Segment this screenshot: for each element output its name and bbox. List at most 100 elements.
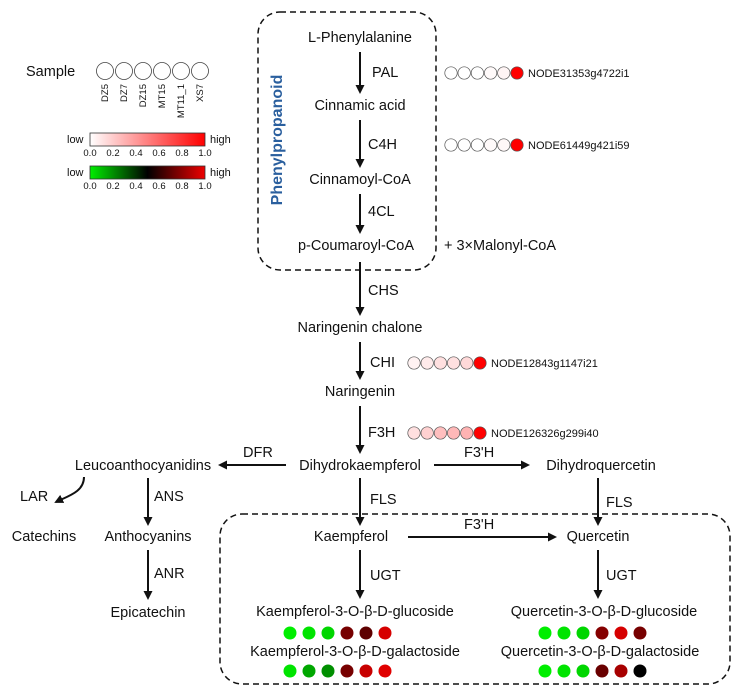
scale-green-tick: 1.0 bbox=[198, 181, 211, 192]
legend-circle bbox=[134, 62, 152, 80]
legend-circle bbox=[153, 62, 171, 80]
heat-circle bbox=[457, 66, 471, 80]
heat-circle bbox=[444, 66, 458, 80]
sample-name: DZ7 bbox=[119, 84, 130, 102]
heat-circle bbox=[340, 626, 354, 640]
heat-circle bbox=[595, 664, 609, 678]
scale-red-high: high bbox=[210, 134, 231, 146]
heat-row-chi bbox=[407, 356, 487, 370]
heat-circle bbox=[484, 66, 498, 80]
heat-circle bbox=[595, 626, 609, 640]
enzyme-chi: CHI bbox=[370, 355, 395, 371]
heat-circle bbox=[497, 66, 511, 80]
heat-circle bbox=[359, 626, 373, 640]
enzyme-f3h-prime-top: F3'H bbox=[464, 445, 494, 461]
scale-green-tick: 0.6 bbox=[152, 181, 165, 192]
compound-catechins: Catechins bbox=[12, 529, 76, 545]
enzyme-fls-left: FLS bbox=[370, 492, 397, 508]
heat-circle bbox=[614, 664, 628, 678]
enzyme-fls-right: FLS bbox=[606, 495, 633, 511]
legend-circle bbox=[96, 62, 114, 80]
compound-naringenin: Naringenin bbox=[325, 384, 395, 400]
enzyme-anr: ANR bbox=[154, 566, 185, 582]
heat-circle bbox=[447, 426, 461, 440]
heat-circle bbox=[444, 138, 458, 152]
heat-circle bbox=[457, 138, 471, 152]
scale-green-high: high bbox=[210, 167, 231, 179]
heat-circle bbox=[302, 626, 316, 640]
heat-circle bbox=[407, 356, 421, 370]
heat-circle bbox=[420, 426, 434, 440]
heat-row-c4h bbox=[444, 138, 524, 152]
scale-red-tick: 0.2 bbox=[106, 148, 119, 159]
flavonol-box bbox=[219, 513, 731, 685]
heat-circle bbox=[378, 664, 392, 678]
scale-green-tick: 0.0 bbox=[83, 181, 96, 192]
heat-circle bbox=[633, 626, 647, 640]
phenylpropanoid-box bbox=[257, 11, 437, 271]
enzyme-lar: LAR bbox=[20, 489, 48, 505]
heat-circle bbox=[576, 626, 590, 640]
scale-green-tick: 0.2 bbox=[106, 181, 119, 192]
scale-red-bar bbox=[89, 132, 206, 147]
gene-id-chi: NODE12843g1147i21 bbox=[491, 358, 598, 370]
heat-circle bbox=[473, 356, 487, 370]
heat-circle bbox=[321, 626, 335, 640]
heat-circle bbox=[420, 356, 434, 370]
compound-quercetin: Quercetin bbox=[567, 529, 630, 545]
heat-circle bbox=[433, 426, 447, 440]
legend: Sample DZ5 DZ7 DZ15 MT15 MT11_1 XS7 low … bbox=[26, 62, 231, 192]
heat-circle bbox=[470, 66, 484, 80]
heat-row-q3gal bbox=[538, 664, 647, 678]
heat-row-k3gal bbox=[283, 664, 392, 678]
heat-circle bbox=[473, 426, 487, 440]
enzyme-f3h-prime-bottom: F3'H bbox=[464, 517, 494, 533]
scale-green-tick: 0.8 bbox=[175, 181, 188, 192]
compound-naringenin-chalone: Naringenin chalone bbox=[298, 320, 423, 336]
sample-name: DZ15 bbox=[138, 84, 149, 107]
compound-dihydroquercetin: Dihydroquercetin bbox=[546, 458, 656, 474]
compound-quercetin-3-glucoside: Quercetin-3-O-β-D-glucoside bbox=[511, 604, 697, 620]
enzyme-ugt-right: UGT bbox=[606, 568, 637, 584]
scale-green-low: low bbox=[67, 167, 84, 179]
enzyme-f3h: F3H bbox=[368, 425, 395, 441]
legend-circle bbox=[115, 62, 133, 80]
enzyme-ans: ANS bbox=[154, 489, 184, 505]
heat-row-f3h bbox=[407, 426, 487, 440]
compound-leucoanthocyanidins: Leucoanthocyanidins bbox=[75, 458, 211, 474]
sample-label: Sample bbox=[26, 64, 75, 80]
scale-red-tick: 0.8 bbox=[175, 148, 188, 159]
legend-sample-circles bbox=[96, 62, 209, 80]
compound-malonyl-coa: + 3×Malonyl-CoA bbox=[444, 238, 556, 254]
heat-circle bbox=[557, 626, 571, 640]
legend-circle bbox=[191, 62, 209, 80]
heat-circle bbox=[433, 356, 447, 370]
heat-circle bbox=[407, 426, 421, 440]
heat-circle bbox=[538, 626, 552, 640]
compound-cinnamic-acid: Cinnamic acid bbox=[314, 98, 405, 114]
scale-red-tick: 0.0 bbox=[83, 148, 96, 159]
enzyme-chs: CHS bbox=[368, 283, 399, 299]
legend-circle bbox=[172, 62, 190, 80]
heat-circle bbox=[460, 356, 474, 370]
compound-kaempferol-3-galactoside: Kaempferol-3-O-β-D-galactoside bbox=[250, 644, 460, 660]
compound-kaempferol: Kaempferol bbox=[314, 529, 388, 545]
heat-circle bbox=[460, 426, 474, 440]
heat-circle bbox=[614, 626, 628, 640]
heat-row-k3glu bbox=[283, 626, 392, 640]
heat-circle bbox=[633, 664, 647, 678]
compound-p-coumaroyl-coa: p-Coumaroyl-CoA bbox=[298, 238, 414, 254]
gene-id-pal: NODE31353g4722i1 bbox=[528, 68, 630, 80]
heat-circle bbox=[510, 138, 524, 152]
scale-red-tick: 0.6 bbox=[152, 148, 165, 159]
enzyme-dfr: DFR bbox=[243, 445, 273, 461]
compound-l-phenylalanine: L-Phenylalanine bbox=[308, 30, 412, 46]
heat-circle bbox=[557, 664, 571, 678]
sample-name: XS7 bbox=[195, 84, 206, 102]
compound-anthocyanins: Anthocyanins bbox=[104, 529, 191, 545]
compound-dihydrokaempferol: Dihydrokaempferol bbox=[299, 458, 421, 474]
enzyme-pal: PAL bbox=[372, 65, 398, 81]
scale-green-bar bbox=[89, 165, 206, 180]
heat-circle bbox=[510, 66, 524, 80]
